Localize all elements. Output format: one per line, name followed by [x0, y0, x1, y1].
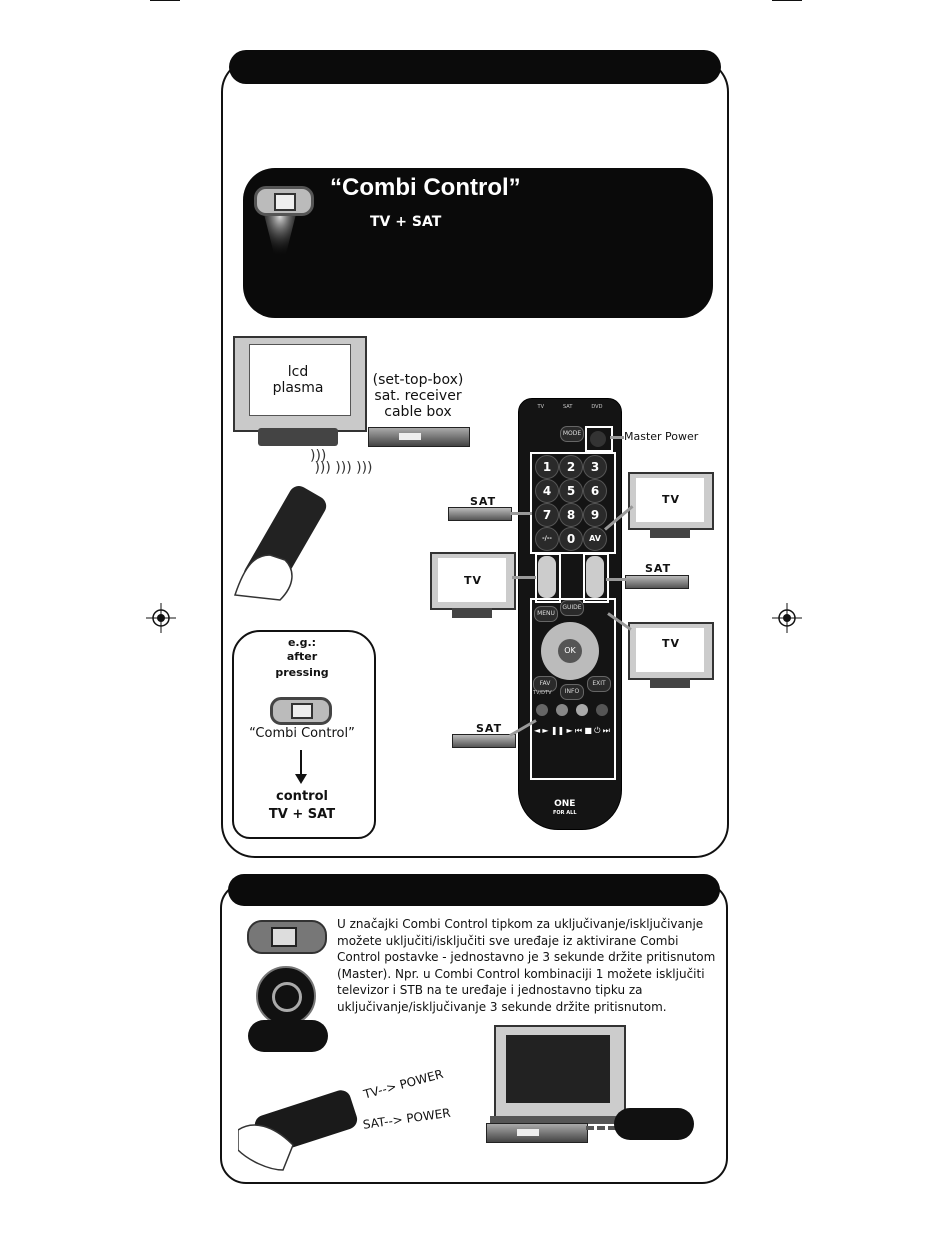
pointer-sat-right-mid	[606, 578, 626, 581]
key-av[interactable]: AV	[583, 527, 607, 551]
master-power-label: Master Power	[624, 430, 699, 443]
example-line-1: e.g.:	[287, 636, 317, 649]
number-keys-group	[530, 452, 616, 554]
master-power-pointer	[610, 436, 624, 439]
key-dash[interactable]: -/--	[535, 527, 559, 551]
tv-screen-label-1: lcd	[287, 364, 309, 380]
key-1[interactable]: 1	[535, 455, 559, 479]
key-6[interactable]: 6	[583, 479, 607, 503]
remote-info-button[interactable]: INFO	[560, 684, 584, 700]
tv-screen-label-2: plasma	[272, 380, 324, 396]
black-oval-label	[248, 1020, 328, 1052]
brand-line-1: ONE	[554, 799, 576, 809]
tv-left-mid	[430, 552, 516, 610]
stb-label-3: cable box	[384, 404, 452, 420]
key-2[interactable]: 2	[559, 455, 583, 479]
tv-label-left-mid: TV	[464, 574, 483, 587]
remote-fav-button[interactable]: FAV	[533, 676, 557, 692]
hand-with-remote	[233, 486, 327, 601]
example-box	[232, 630, 376, 839]
example-line-3: pressing	[275, 666, 329, 679]
stb-label-1: (set-top-box)	[372, 372, 464, 388]
master-power-button[interactable]	[585, 426, 613, 452]
finger-power-button	[256, 966, 316, 1026]
mode-label-sat: SAT	[563, 404, 573, 410]
remote-mode-labels: TV SAT DVD	[528, 404, 612, 410]
mode-label-dvd: DVD	[591, 404, 603, 410]
mode-label-tv: TV	[537, 404, 544, 410]
combi-subtitle: TV + SAT	[370, 214, 442, 230]
tv-right-low	[628, 622, 714, 680]
section2-header-bar	[228, 874, 720, 906]
sat-box-top-left	[448, 507, 512, 521]
example-arrow-head	[295, 774, 307, 784]
key-8[interactable]: 8	[559, 503, 583, 527]
example-button-caption: “Combi Control”	[249, 726, 355, 741]
finger-combi-icon	[247, 920, 327, 954]
sat-box-right-mid	[625, 575, 689, 589]
key-3[interactable]: 3	[583, 455, 607, 479]
combi-button-icon	[254, 186, 314, 216]
crop-mark	[150, 0, 180, 1]
brand-line-2: FOR ALL	[553, 810, 577, 816]
remote-exit-button[interactable]: EXIT	[587, 676, 611, 692]
crop-mark	[772, 0, 802, 1]
sat-label-left-low: SAT	[476, 722, 503, 735]
dashed-connector	[586, 1126, 616, 1130]
example-result-2: TV + SAT	[268, 807, 336, 822]
example-result-1: control	[276, 789, 328, 804]
sat-label-right-mid: SAT	[645, 562, 672, 575]
tv-label-right-low: TV	[662, 637, 681, 650]
section1-header-bar	[229, 50, 721, 84]
transport-keys[interactable]: ◄►❚❚►⏮■⏻⏭	[534, 726, 610, 735]
stb-large	[486, 1123, 588, 1143]
hand-remote-bottom	[238, 1090, 358, 1171]
combi-control-box	[243, 168, 713, 318]
pointer-tv-left-mid	[512, 576, 536, 579]
tv-right-top-stand	[650, 528, 690, 538]
key-7[interactable]: 7	[535, 503, 559, 527]
registration-mark-right	[772, 603, 802, 633]
key-5[interactable]: 5	[559, 479, 583, 503]
remote-menu-button[interactable]: MENU	[534, 606, 558, 622]
tv-stand	[258, 428, 338, 446]
example-line-2: after	[286, 650, 318, 663]
stb-illustration	[368, 427, 470, 447]
sat-box-left-low	[452, 734, 516, 748]
remote-mode-button[interactable]: MODE	[560, 426, 584, 442]
tv-large-stand	[490, 1116, 626, 1124]
stb-label-2: sat. receiver	[374, 388, 462, 404]
registration-mark-left	[146, 603, 176, 633]
tv-large	[494, 1025, 626, 1119]
section2-paragraph: U značajki Combi Control tipkom za uklju…	[337, 917, 716, 1014]
volume-keys-group	[535, 553, 561, 603]
example-arrow	[300, 750, 302, 776]
tv-right-top	[628, 472, 714, 530]
signal-waves: ))) ))) ))) )))	[310, 448, 373, 476]
combi-button-small-icon	[270, 697, 332, 725]
pointer-sat-top	[510, 512, 532, 515]
tv-left-mid-stand	[452, 608, 492, 618]
tv-right-low-stand	[650, 678, 690, 688]
remote-guide-button[interactable]: GUIDE	[560, 600, 584, 616]
channel-rocker[interactable]	[586, 556, 604, 598]
remote-brand-logo: ONE FOR ALL	[553, 800, 577, 818]
black-oval-right	[614, 1108, 694, 1140]
combi-title: “Combi Control”	[330, 174, 521, 201]
navigation-keys-group	[530, 598, 616, 780]
ok-button[interactable]: OK	[558, 639, 582, 663]
color-keys[interactable]	[536, 704, 608, 716]
sat-label-top-left: SAT	[470, 495, 497, 508]
key-0[interactable]: 0	[559, 527, 583, 551]
tv-illustration	[233, 336, 367, 432]
tv-label-right-top: TV	[662, 493, 681, 506]
remote-tvdtv-label: TV/DTV	[533, 690, 552, 696]
key-9[interactable]: 9	[583, 503, 607, 527]
volume-rocker[interactable]	[538, 556, 556, 598]
key-4[interactable]: 4	[535, 479, 559, 503]
